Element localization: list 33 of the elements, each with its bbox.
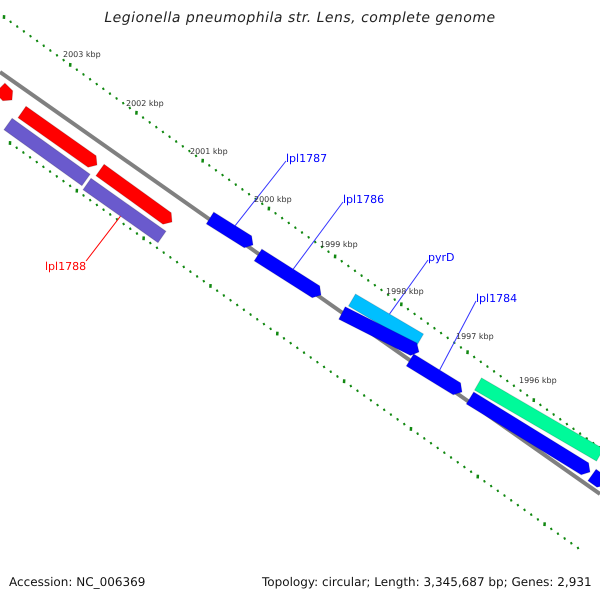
scale-label: 1996 kbp (519, 377, 557, 385)
gene-feature-block (95, 164, 173, 225)
gene-label: lpl1787 (286, 153, 328, 164)
leader-line (86, 216, 121, 262)
leader-line (234, 160, 286, 226)
gene-feature-block (338, 306, 420, 356)
leader-line (389, 260, 428, 314)
gene-label: lpl1786 (343, 194, 384, 205)
footer-text: Topology: circular; Length: 3,345,687 bp; Genes: 2,931 (262, 576, 592, 588)
gene-feature-block (206, 211, 254, 248)
gene-label: pyrD (428, 252, 454, 263)
gene-feature-block (3, 118, 91, 186)
scale-label: 2001 kbp (190, 148, 228, 156)
scale-label: 2003 kbp (63, 51, 101, 59)
gene-feature-block (82, 178, 167, 244)
gene-feature-block (254, 248, 322, 298)
gene-label: lpl1788 (45, 261, 86, 272)
gene-feature-block (406, 353, 463, 396)
gene-label: lpl1784 (476, 293, 518, 304)
title: Legionella pneumophila str. Lens, complete genome (103, 11, 497, 25)
gene-feature-block (17, 106, 98, 168)
gene-feature-block (587, 468, 600, 488)
leader-line (439, 300, 476, 371)
leader-line (292, 202, 344, 270)
scale-label: 1999 kbp (320, 241, 358, 249)
gene-feature-block (0, 82, 14, 102)
scale-label: 2000 kbp (254, 196, 292, 204)
footer-text: Accession: NC_006369 (9, 576, 146, 588)
gene-feature-block (466, 391, 591, 476)
scale-label: 1998 kbp (386, 288, 424, 296)
scale-label: 2002 kbp (126, 100, 164, 108)
scale-label: 1997 kbp (456, 333, 494, 341)
gene-feature-block (474, 377, 600, 462)
